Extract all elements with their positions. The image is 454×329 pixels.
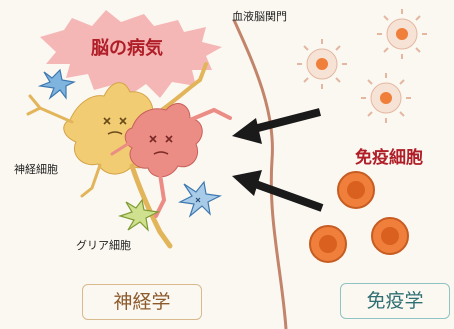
immune-cell-spiky (377, 9, 427, 59)
blood-brain-barrier-label: 血液脳関門 (232, 8, 287, 24)
glial-cell-green (120, 200, 158, 230)
immune-cell-round (338, 172, 374, 208)
immune-cell-round (310, 226, 346, 262)
immune-cell-round (372, 218, 408, 254)
immunology-label-box: 免疫学 (340, 283, 450, 319)
immune-cell-title: 免疫細胞 (334, 143, 444, 168)
arrow-left-icon (232, 112, 320, 144)
immune-cell-spiky (361, 73, 411, 123)
nerve-cell-label: 神経細胞 (14, 161, 58, 177)
immune-cell-spiky (297, 39, 347, 89)
neuroscience-label-box: 神経学 (82, 284, 202, 320)
glial-cell-blue-mid (180, 182, 220, 216)
brain-disease-title: 脳の病気 (52, 34, 202, 60)
arrow-left-icon (232, 170, 322, 208)
glial-cell-label: グリア細胞 (76, 237, 131, 253)
